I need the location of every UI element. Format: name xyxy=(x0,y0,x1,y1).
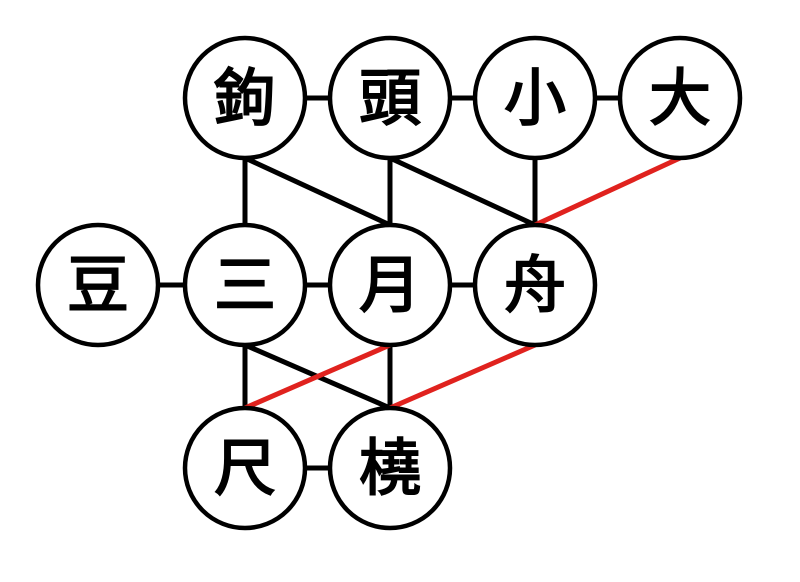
node-label-fune: 舟 xyxy=(504,249,566,322)
node-label-shou: 小 xyxy=(504,62,566,135)
edge-tou-fune xyxy=(388,155,537,228)
node-circle-tsuki xyxy=(327,222,453,348)
node-circle-san xyxy=(182,222,308,348)
node-label-shaku: 尺 xyxy=(214,432,276,505)
node-label-tsuki: 月 xyxy=(359,249,421,322)
node-san: 三 xyxy=(182,222,308,348)
node-dai: 大 xyxy=(617,35,743,161)
node-label-mame: 豆 xyxy=(67,249,129,322)
node-circle-gou xyxy=(182,35,308,161)
node-label-gou: 鉤 xyxy=(213,62,276,135)
node-shou: 小 xyxy=(472,35,598,161)
node-circle-gyou xyxy=(327,405,453,531)
node-label-san: 三 xyxy=(214,249,276,322)
node-circle-shaku xyxy=(182,405,308,531)
node-circle-fune xyxy=(472,222,598,348)
node-circle-mame xyxy=(35,222,161,348)
node-fune: 舟 xyxy=(472,222,598,348)
node-label-gyou: 橈 xyxy=(359,432,421,505)
node-tsuki: 月 xyxy=(327,222,453,348)
node-tou: 頭 xyxy=(327,35,453,161)
node-shaku: 尺 xyxy=(182,405,308,531)
node-gou: 鉤 xyxy=(182,35,308,161)
node-label-tou: 頭 xyxy=(359,62,422,135)
edge-gou-tsuki xyxy=(243,155,392,228)
node-gyou: 橈 xyxy=(327,405,453,531)
node-mame: 豆 xyxy=(35,222,161,348)
node-circle-shou xyxy=(472,35,598,161)
edge-dai-fune-red xyxy=(533,155,682,228)
nodes-layer: 鉤 頭 小 大豆 三 月 舟尺 橈 xyxy=(35,35,743,531)
edge-tsuki-shaku-red xyxy=(244,342,391,411)
node-circle-tou xyxy=(327,35,453,161)
node-circle-dai xyxy=(617,35,743,161)
edge-fune-gyou-red xyxy=(389,342,536,411)
node-label-dai: 大 xyxy=(649,62,711,135)
edges-layer xyxy=(158,95,682,471)
